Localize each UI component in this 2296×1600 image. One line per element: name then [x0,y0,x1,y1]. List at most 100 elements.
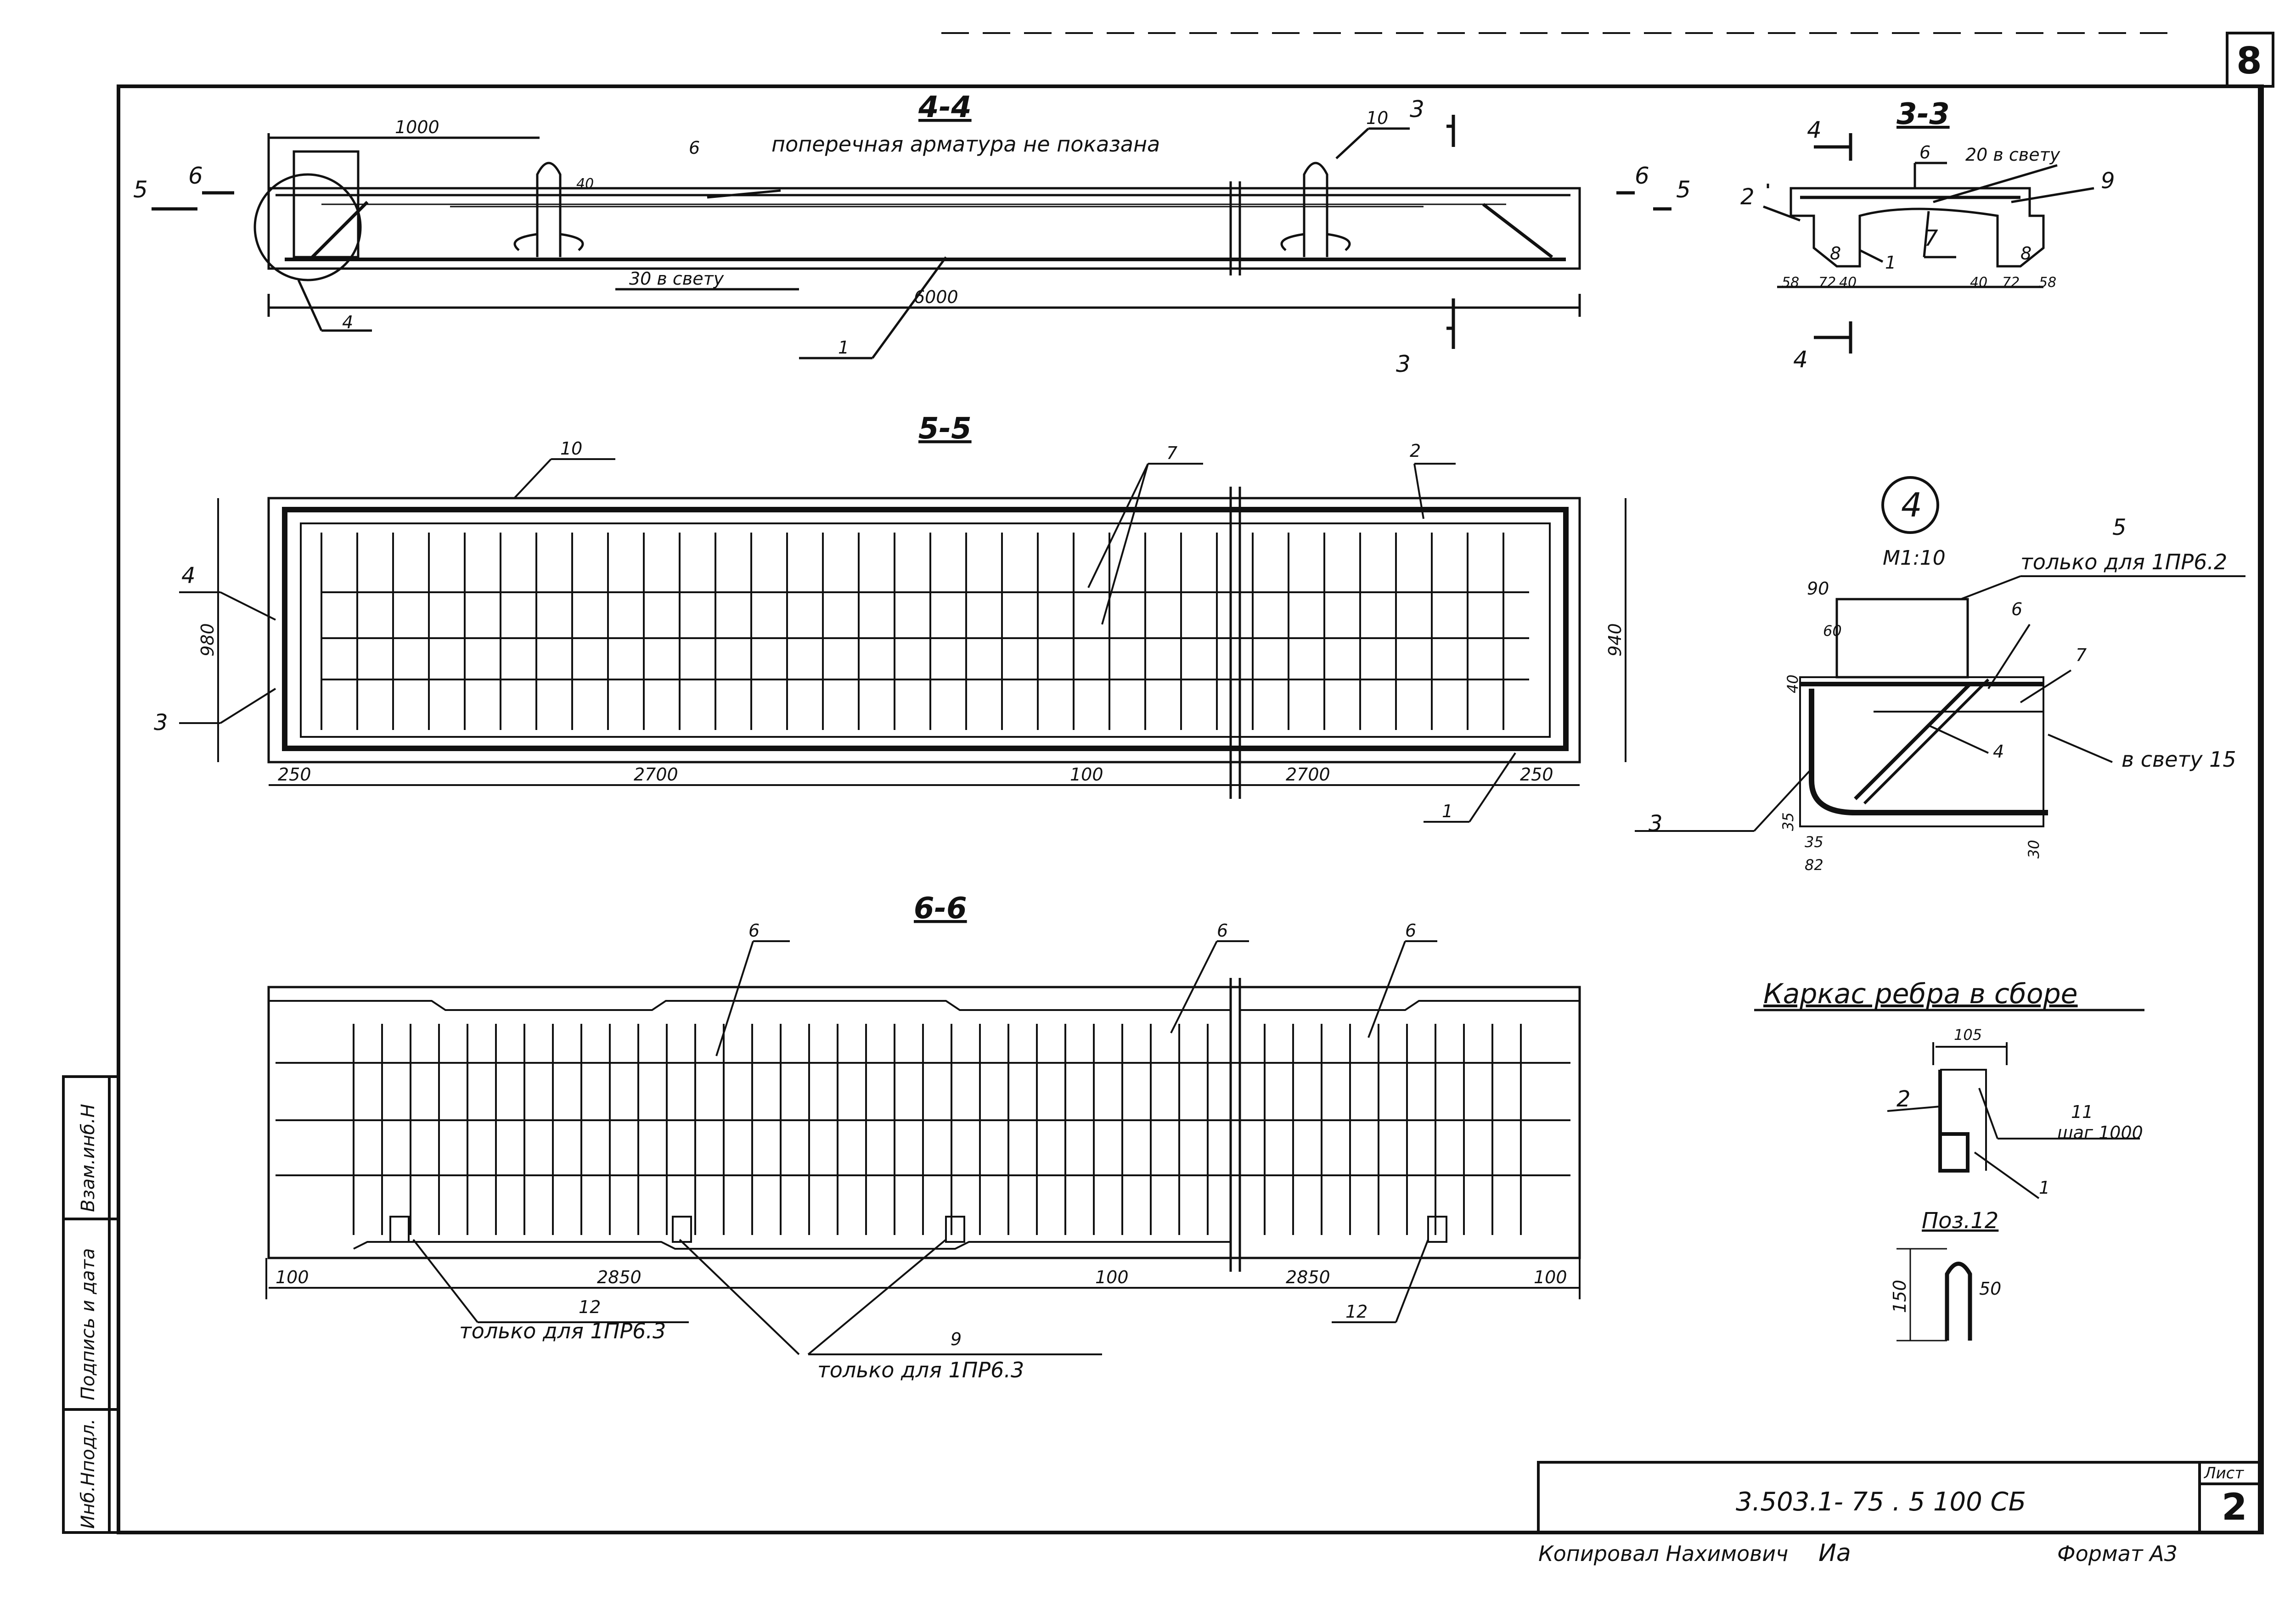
dim-35-vertical: 35 [1779,812,1797,831]
rib-step: шаг 1000 [2057,1123,2143,1143]
drawing-code: 3.503.1- 75 . 5 100 СБ [1736,1487,2026,1517]
stamp-replace-label: Взам.инб.Н [78,1104,99,1212]
mesh-6-6 [353,1024,1522,1235]
mark-7-detail: 7 [2076,645,2087,665]
dim-100-6-6-right: 100 [1534,1267,1567,1287]
detail-4-number: 4 [1901,486,1922,524]
dim-980: 980 [197,623,218,657]
section-3-3 [1763,133,2094,354]
mark-12-right: 12 [1345,1302,1367,1322]
dim-6000: 6000 [914,287,958,307]
dim-40: 40 [576,176,594,192]
cut-6-left: 6 [188,163,203,189]
copier-signature: Иа [1818,1539,1851,1567]
section-4-4-note: поперечная арматура не показана [771,132,1160,157]
mark-2-3-3: 2 [1740,184,1755,210]
dim-90: 90 [1807,578,1829,599]
section-5-5 [179,458,1626,823]
mark-3-5-5: 3 [154,710,168,735]
mark-6-b: 6 [1217,921,1228,941]
pos-12-detail [1896,1248,1972,1342]
mark-10-5-5: 10 [560,438,582,459]
pos-12-title: Поз.12 [1922,1208,1998,1234]
dim-150: 150 [1890,1280,1910,1313]
dim-1000: 1000 [395,117,439,137]
dim-250-left: 250 [278,764,311,785]
dim-105: 105 [1954,1026,1982,1044]
mark-1-3-3: 1 [1885,253,1896,273]
mark-3-detail: 3 [1649,811,1663,836]
mark-4-4-4: 4 [342,312,353,332]
dim-100-6-6-left: 100 [276,1267,309,1287]
mark-1-rib: 1 [2039,1178,2050,1198]
mark-2-5-5: 2 [1410,441,1421,461]
side-stamp [62,1075,120,1534]
dim-58-right: 58 [2039,275,2056,291]
mark-8a-3-3: 8 [1830,243,1841,264]
only-for-12: только для 1ПР6.3 [459,1319,666,1343]
mark-5-detail: 5 [2112,515,2127,540]
dim-30-detail: 30 [2025,840,2043,859]
mark-7-3-3: 7 [1924,225,1938,251]
mark-11-rib: 11 [2071,1102,2093,1122]
detail-4 [1635,476,2245,832]
dim-2700-left: 2700 [634,764,678,785]
detail-4-scale: М1:10 [1883,546,1946,570]
mark-4-detail: 4 [1993,741,2004,762]
mark-6-c: 6 [1405,921,1416,941]
mark-9-3-3: 9 [2101,168,2115,194]
mark-2-rib: 2 [1896,1086,1911,1112]
list-number: 2 [2222,1486,2247,1528]
list-label: Лист [2203,1464,2244,1482]
section-5-5-title: 5-5 [918,412,972,446]
dim-72-left: 72 [1818,275,1836,291]
dim-50: 50 [1979,1279,2001,1299]
dim-2850-right: 2850 [1286,1267,1330,1287]
dim-20-clear: 20 в свету [1965,145,2060,165]
sheet-number: 8 [2236,39,2262,82]
cut-3-top: 3 [1410,96,1424,123]
mark-8b-3-3: 8 [2020,243,2032,264]
dim-72-right: 72 [2002,275,2020,291]
mark-1-4-4: 1 [838,337,849,358]
cut-6-right: 6 [1635,163,1649,189]
dim-100-5-5: 100 [1070,764,1103,785]
section-4-4-title: 4-4 [918,90,972,124]
dim-40-left: 40 [1839,275,1857,291]
mark-6-detail: 6 [2011,599,2022,619]
cut-5-left: 5 [133,176,148,203]
mark-6-a: 6 [748,921,760,941]
stamp-signature-label: Подпись и дата [78,1248,99,1400]
dim-100-6-6-mid: 100 [1095,1267,1129,1287]
cut-4-bottom: 4 [1793,346,1808,373]
dim-60: 60 [1823,622,1842,640]
detail-only-for: только для 1ПР6.2 [2020,550,2227,574]
dim-30-clear: 30 в свету [629,269,724,289]
dim-82: 82 [1805,856,1823,874]
mark-12-left: 12 [579,1297,601,1317]
mark-1-5-5: 1 [1442,801,1453,821]
rib-cage-assembly [1754,1009,2144,1199]
dim-2850-left: 2850 [597,1267,642,1287]
mark-10-4-4: 10 [1366,108,1388,128]
mark-6-3-3: 6 [1919,142,1930,163]
mesh-5-5 [321,533,1504,730]
dim-250-right: 250 [1520,764,1553,785]
dim-40-right: 40 [1970,275,1987,291]
cut-3-bottom: 3 [1396,351,1411,377]
cut-5-right: 5 [1676,176,1691,203]
sheet-frame [117,32,2274,1534]
detail-clear-15: в свету 15 [2122,747,2236,772]
rib-cage-title: Каркас ребра в сборе [1763,978,2078,1010]
mark-7-5-5: 7 [1166,443,1177,463]
mark-6-4-4: 6 [689,138,700,158]
stamp-inv-label: Инб.Нподл. [78,1419,99,1529]
mark-9-6-6: 9 [951,1329,962,1349]
dim-40-detail: 40 [1784,674,1801,693]
dim-2700-right: 2700 [1286,764,1330,785]
title-block [1537,1461,2261,1534]
only-for-9: только для 1ПР6.3 [817,1358,1024,1382]
dim-940: 940 [1605,623,1625,657]
dim-35-horizontal: 35 [1805,833,1823,851]
